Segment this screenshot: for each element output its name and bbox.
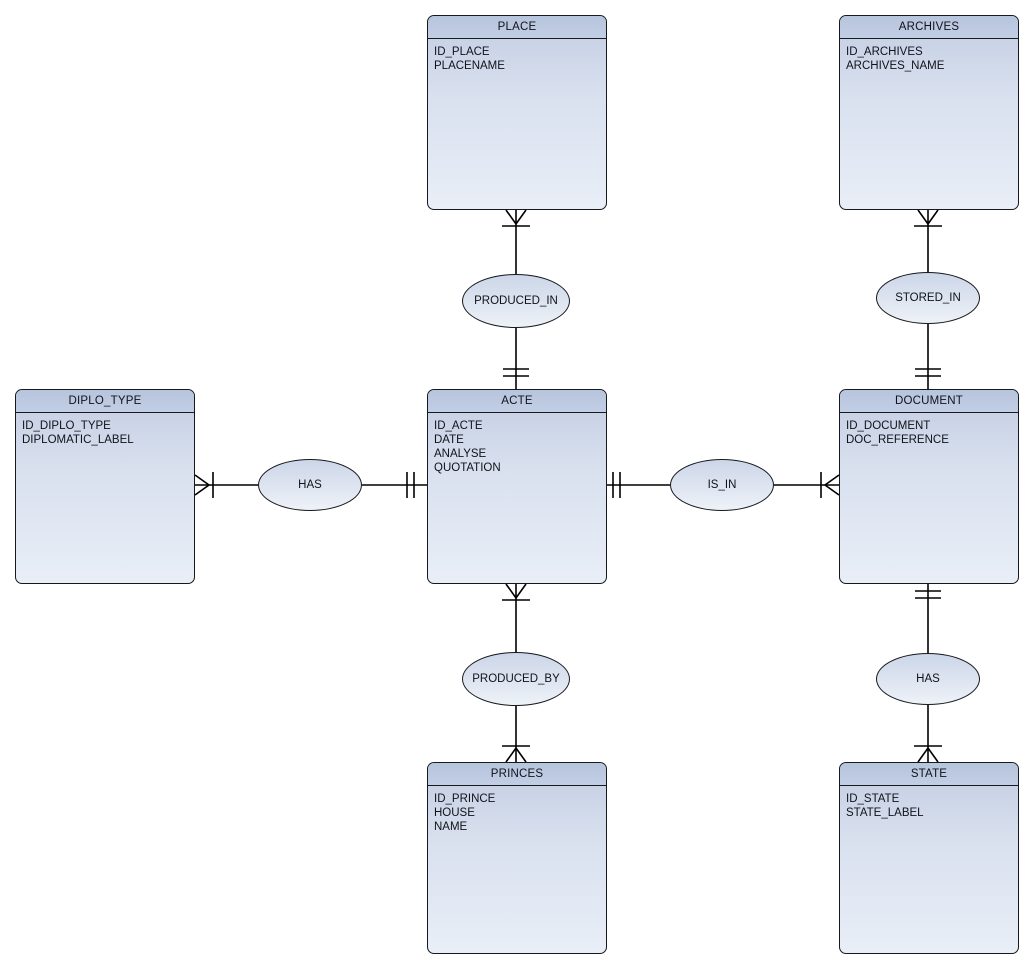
- entity-attribute: ID_DIPLO_TYPE: [22, 420, 111, 432]
- entity-document[interactable]: DOCUMENT ID_DOCUMENT DOC_REFERENCE: [839, 389, 1019, 584]
- entity-attribute: ID_DOCUMENT: [846, 420, 931, 432]
- entity-attribute-list: ID_ACTE DATE ANALYSE QUOTATION: [428, 413, 606, 475]
- entity-title: PRINCES: [428, 763, 606, 786]
- connector-place-produced-in: [502, 209, 530, 274]
- entity-attribute-list: ID_ARCHIVES ARCHIVES_NAME: [840, 39, 1018, 73]
- entity-attribute: ID_ARCHIVES: [846, 46, 923, 58]
- entity-attribute: PLACENAME: [434, 60, 505, 72]
- connector-acte-is-in: [607, 472, 670, 498]
- entity-acte[interactable]: ACTE ID_ACTE DATE ANALYSE QUOTATION: [427, 389, 607, 584]
- entity-title: PLACE: [428, 16, 606, 39]
- relationship-is-in[interactable]: IS_IN: [670, 459, 774, 511]
- relationship-stored-in[interactable]: STORED_IN: [876, 272, 980, 324]
- entity-attribute: DATE: [434, 434, 464, 446]
- entity-attribute-list: ID_PLACE PLACENAME: [428, 39, 606, 73]
- entity-diplo-type[interactable]: DIPLO_TYPE ID_DIPLO_TYPE DIPLOMATIC_LABE…: [15, 389, 195, 584]
- entity-princes[interactable]: PRINCES ID_PRINCE HOUSE NAME: [427, 762, 607, 954]
- entity-attribute: HOUSE: [434, 807, 475, 819]
- relationship-produced-by[interactable]: PRODUCED_BY: [462, 652, 570, 706]
- entity-title: STATE: [840, 763, 1018, 786]
- relationship-has-state[interactable]: HAS: [876, 653, 980, 705]
- connector-produced-by-princes: [502, 706, 530, 763]
- entity-archives[interactable]: ARCHIVES ID_ARCHIVES ARCHIVES_NAME: [839, 15, 1019, 210]
- entity-attribute: ANALYSE: [434, 448, 487, 460]
- entity-place[interactable]: PLACE ID_PLACE PLACENAME: [427, 15, 607, 210]
- entity-attribute: ID_STATE: [846, 793, 900, 805]
- entity-attribute: ARCHIVES_NAME: [846, 60, 945, 72]
- connector-stored-in-document: [915, 324, 941, 389]
- connector-diplo-type-has: [194, 472, 258, 498]
- entity-attribute-list: ID_STATE STATE_LABEL: [840, 786, 1018, 820]
- entity-title: ACTE: [428, 390, 606, 413]
- entity-attribute: ID_PRINCE: [434, 793, 496, 805]
- relationship-produced-in[interactable]: PRODUCED_IN: [462, 274, 570, 328]
- connector-document-has: [915, 584, 941, 653]
- entity-attribute-list: ID_DIPLO_TYPE DIPLOMATIC_LABEL: [16, 413, 194, 447]
- connector-has-state: [914, 705, 942, 763]
- entity-attribute-list: ID_DOCUMENT DOC_REFERENCE: [840, 413, 1018, 447]
- entity-title: DOCUMENT: [840, 390, 1018, 413]
- entity-attribute-list: ID_PRINCE HOUSE NAME: [428, 786, 606, 834]
- entity-attribute: DIPLOMATIC_LABEL: [22, 434, 134, 446]
- connector-has-acte: [362, 472, 427, 498]
- entity-attribute: ID_PLACE: [434, 46, 490, 58]
- entity-title: DIPLO_TYPE: [16, 390, 194, 413]
- entity-state[interactable]: STATE ID_STATE STATE_LABEL: [839, 762, 1019, 954]
- entity-attribute: STATE_LABEL: [846, 807, 924, 819]
- connector-archives-stored-in: [914, 209, 942, 272]
- connector-is-in-document: [774, 472, 840, 498]
- entity-attribute: QUOTATION: [434, 462, 501, 474]
- entity-attribute: NAME: [434, 821, 468, 833]
- connector-acte-produced-by: [502, 583, 530, 652]
- entity-title: ARCHIVES: [840, 16, 1018, 39]
- entity-attribute: DOC_REFERENCE: [846, 434, 949, 446]
- connector-produced-in-acte: [503, 328, 529, 389]
- entity-attribute: ID_ACTE: [434, 420, 483, 432]
- relationship-has-diplo-type[interactable]: HAS: [258, 459, 362, 511]
